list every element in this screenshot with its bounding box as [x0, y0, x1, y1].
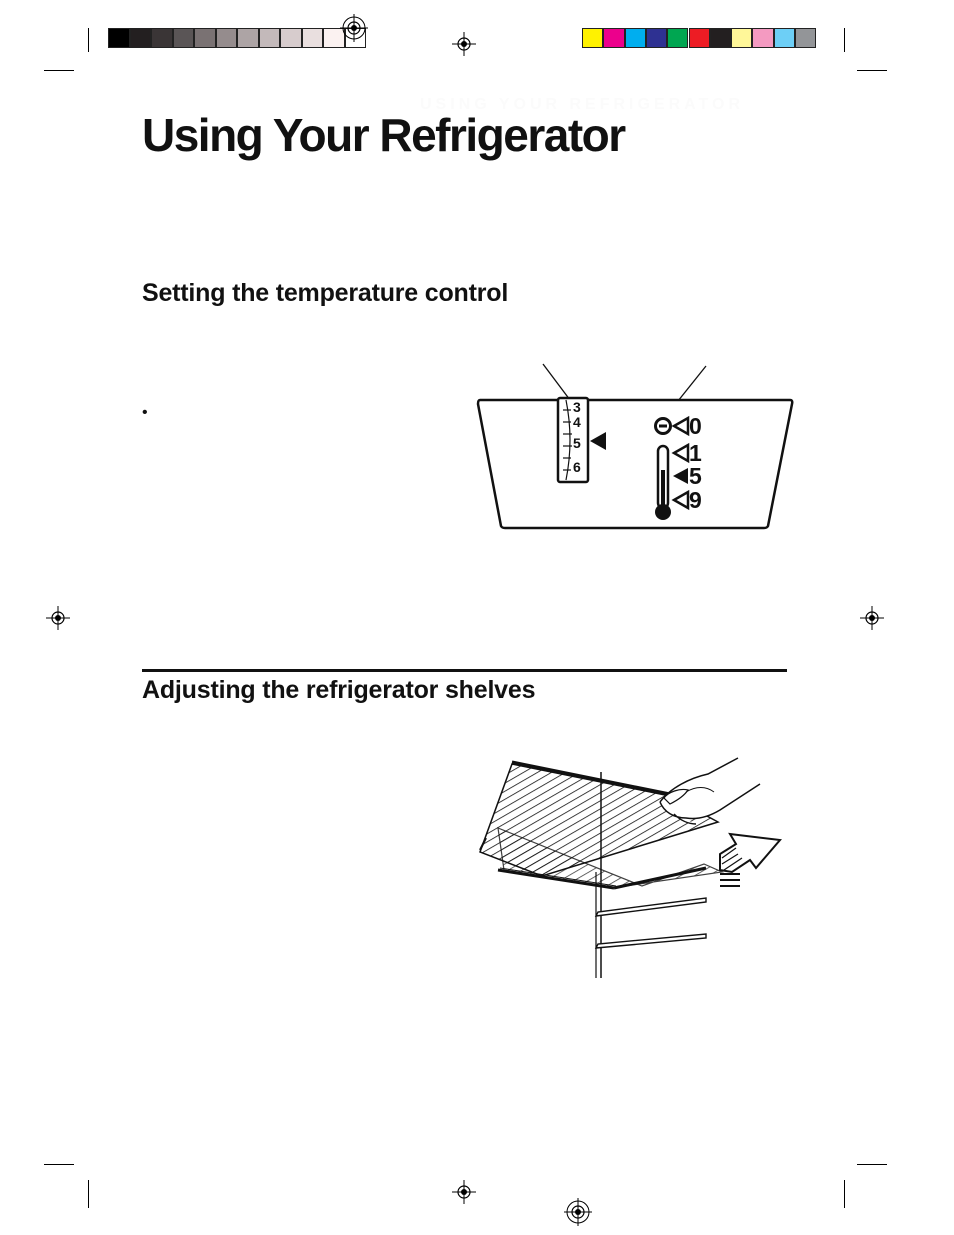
color-swatch	[688, 28, 710, 48]
freezer-dial	[556, 396, 590, 484]
color-swatch	[624, 28, 646, 48]
crop-mark	[88, 1180, 89, 1208]
section-heading-shelves: Adjusting the refrigerator shelves	[142, 676, 536, 704]
section-divider	[142, 669, 787, 672]
thermometer-icon	[655, 444, 671, 520]
registration-mark-icon	[452, 32, 476, 56]
registration-mark-icon	[340, 14, 368, 42]
color-swatch	[752, 28, 774, 48]
dial-number: 5	[573, 435, 581, 451]
page-title: Using Your Refrigerator	[142, 109, 626, 161]
crop-mark	[857, 1164, 887, 1165]
color-swatch	[151, 28, 173, 48]
color-swatch	[215, 28, 237, 48]
fridge-setting-number: 5	[689, 463, 702, 489]
color-swatch	[129, 28, 151, 48]
fridge-setting-number: 9	[689, 487, 702, 513]
color-swatch	[237, 28, 259, 48]
setting-arrow-icon	[673, 468, 688, 484]
color-swatch	[258, 28, 280, 48]
color-swatch	[603, 28, 625, 48]
bullet-point: •	[142, 404, 148, 421]
dial-number: 4	[573, 414, 581, 430]
temperature-control-diagram: 3 4 5 6 0 1 5 9	[476, 363, 794, 530]
dial-number: 3	[573, 399, 581, 415]
color-swatch	[645, 28, 668, 48]
dial-number: 6	[573, 459, 581, 475]
color-swatch	[108, 28, 130, 48]
color-swatch	[709, 28, 732, 48]
crop-mark	[44, 1164, 74, 1165]
crop-mark	[857, 70, 887, 71]
registration-mark-icon	[46, 606, 70, 630]
registration-mark-icon	[452, 1180, 476, 1204]
control-panel-outline	[476, 398, 794, 530]
fridge-setting-number: 0	[689, 413, 702, 439]
shelf-adjustment-illustration	[479, 757, 782, 978]
color-swatch	[194, 28, 216, 48]
crop-mark	[44, 70, 74, 71]
registration-mark-icon	[564, 1198, 592, 1226]
up-arrow-icon	[719, 832, 782, 887]
setting-arrow-icon	[671, 442, 690, 464]
color-swatch	[172, 28, 194, 48]
off-circle-icon	[654, 417, 672, 435]
color-swatch	[323, 28, 345, 48]
section-heading-temperature: Setting the temperature control	[142, 279, 509, 307]
registration-mark-icon	[860, 606, 884, 630]
shelf-bracket	[594, 933, 707, 949]
color-swatch	[301, 28, 323, 48]
crop-mark	[88, 28, 89, 52]
setting-arrow-icon	[671, 489, 690, 511]
crop-mark	[844, 1180, 845, 1208]
shelf-bracket	[594, 897, 707, 917]
crop-mark	[844, 28, 845, 52]
fridge-setting-number: 1	[689, 440, 702, 466]
color-swatch	[795, 28, 817, 48]
setting-arrow-icon	[671, 415, 690, 437]
color-swatch	[667, 28, 689, 48]
color-swatch	[773, 28, 795, 48]
color-swatch	[582, 28, 604, 48]
color-swatch	[731, 28, 753, 48]
color-swatch	[280, 28, 302, 48]
running-head: USING YOUR REFRIGERATOR	[420, 96, 745, 113]
triangle-pointer-icon	[590, 432, 606, 450]
